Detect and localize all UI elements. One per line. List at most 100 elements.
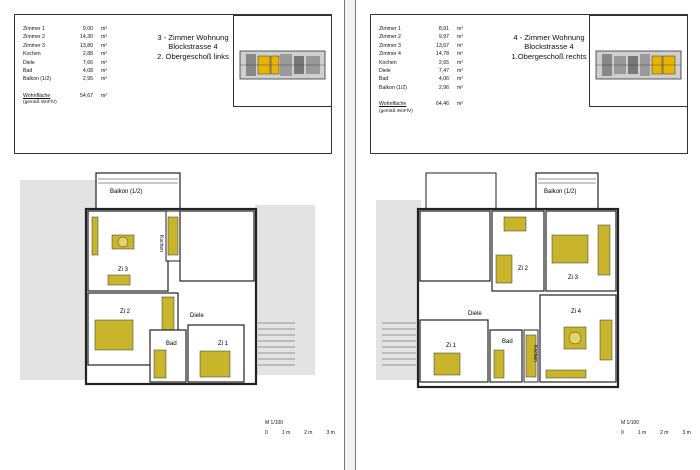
unit: m² — [101, 59, 108, 66]
unit: m² — [457, 42, 464, 49]
plan-label: Kochen — [158, 235, 164, 252]
room-name: Zimmer 2 — [23, 34, 45, 41]
room-area: 2,88 — [82, 51, 93, 58]
total-row: Wohnfläche 54,67 m² — [23, 92, 117, 100]
scale-bar-left: M 1/100 0 1 m 2 m 3 m — [265, 420, 335, 436]
key-plan-left — [233, 15, 332, 107]
scale-tick: 0 — [621, 430, 624, 436]
plan-label: Kochen — [532, 345, 538, 362]
room-area: 7,66 — [82, 59, 93, 66]
unit: m² — [457, 51, 464, 58]
total-label: Wohnfläche — [23, 92, 51, 99]
room-name: Kochen — [23, 51, 41, 58]
total-note: (gemäß WoFlV) — [379, 108, 413, 114]
scale-tick: 2 m — [660, 430, 669, 436]
room-name: Zimmer 2 — [379, 34, 401, 41]
total-note: (gemäß WoFlV) — [23, 100, 57, 106]
room-name: Zimmer 3 — [23, 42, 45, 49]
unit: m² — [101, 34, 108, 41]
total-area: 54,67 — [80, 92, 93, 99]
total-area: 64,46 — [436, 101, 449, 108]
apartment-type: 3 - Zimmer Wohnung — [157, 33, 229, 42]
room-name: Zimmer 1 — [23, 26, 45, 32]
plan-label: Zi 4 — [571, 309, 582, 315]
scale-label: M 1/100 — [265, 420, 284, 426]
plan-label: Zi 1 — [446, 343, 457, 349]
unit: m² — [101, 42, 108, 49]
unit: m² — [457, 59, 464, 66]
room-area: 2,95 — [82, 76, 93, 83]
room-area: 8,91 — [438, 26, 449, 32]
key-plan-right — [589, 15, 688, 107]
unit: m² — [457, 26, 464, 32]
street: Blockstrasse 4 — [524, 42, 574, 52]
unit: m² — [457, 34, 464, 41]
area-row: Zimmer 3 13,67 m² — [379, 42, 473, 50]
room-name: Bad — [23, 68, 33, 75]
room-name: Balkon (1/2) — [23, 76, 51, 83]
unit: m² — [101, 76, 108, 83]
unit: m² — [101, 68, 108, 75]
room-area: 14,78 — [436, 51, 449, 58]
unit: m² — [101, 92, 108, 99]
title-block-left: 3 - Zimmer Wohnung Blockstrasse 4 2. Obe… — [133, 33, 253, 61]
plan-label: Zi 3 — [118, 267, 129, 273]
room-name: Diele — [23, 59, 35, 66]
floor-plan-left: Balkon (1/2) Zi 3 Kochen Zi 2 Diele Bad … — [20, 172, 315, 386]
plan-label: Balkon (1/2) — [544, 189, 576, 195]
plan-label: Zi 1 — [218, 341, 229, 347]
area-row: Kochen 2,65 m² — [379, 59, 473, 67]
total-label: Wohnfläche — [379, 101, 407, 108]
room-area: 2,65 — [438, 59, 449, 66]
key-plan-image — [595, 50, 682, 80]
area-row: Balkon (1/2) 2,95 m² — [23, 75, 117, 83]
title-block-right: 4 - Zimmer Wohnung Blockstrasse 4 1.Ober… — [489, 33, 609, 61]
room-area: 14,30 — [80, 34, 93, 41]
plan-label: Zi 3 — [568, 275, 579, 281]
room-name: Kochen — [379, 59, 397, 66]
scale-tick: 1 m — [637, 430, 647, 436]
unit: m² — [101, 51, 108, 58]
area-row: Zimmer 3 13,80 m² — [23, 42, 117, 50]
plan-label: Diele — [468, 311, 482, 317]
plan-label: Bad — [502, 339, 513, 345]
room-area: 9,97 — [438, 34, 449, 41]
floor-position: 2. Obergeschoß links — [157, 51, 229, 61]
scale-tick: 2 m — [304, 430, 313, 436]
floor-plan-right: Balkon (1/2) Zi 2 Zi 3 Diele Zi 1 Bad Ko… — [376, 172, 620, 389]
scale-bar-right: M 1/100 0 1 m 2 m 3 m — [621, 420, 691, 436]
plan-label: Zi 2 — [120, 309, 131, 315]
room-name: Balkon (1/2) — [379, 84, 407, 91]
key-plan-image — [239, 50, 326, 80]
street: Blockstrasse 4 — [168, 42, 218, 52]
apartment-type: 4 - Zimmer Wohnung — [513, 33, 585, 42]
scale-tick: 0 — [265, 430, 268, 436]
floor-position: 1.Obergeschoß rechts — [511, 51, 587, 61]
room-name: Zimmer 3 — [379, 42, 401, 49]
plan-label: Bad — [166, 341, 177, 347]
room-area: 13,80 — [80, 42, 93, 49]
scale-tick: 3 m — [682, 430, 691, 436]
scale-label: M 1/100 — [621, 420, 640, 426]
plan-label: Zi 2 — [518, 266, 529, 272]
sheet-gap — [345, 0, 355, 470]
plan-label: Diele — [190, 313, 204, 319]
room-name: Diele — [379, 68, 391, 75]
unit: m² — [457, 68, 464, 75]
room-area: 13,67 — [436, 42, 449, 49]
area-row: Zimmer 2 9,97 m² — [379, 33, 473, 41]
room-area: 2,96 — [438, 84, 449, 91]
room-name: Bad — [379, 76, 389, 83]
